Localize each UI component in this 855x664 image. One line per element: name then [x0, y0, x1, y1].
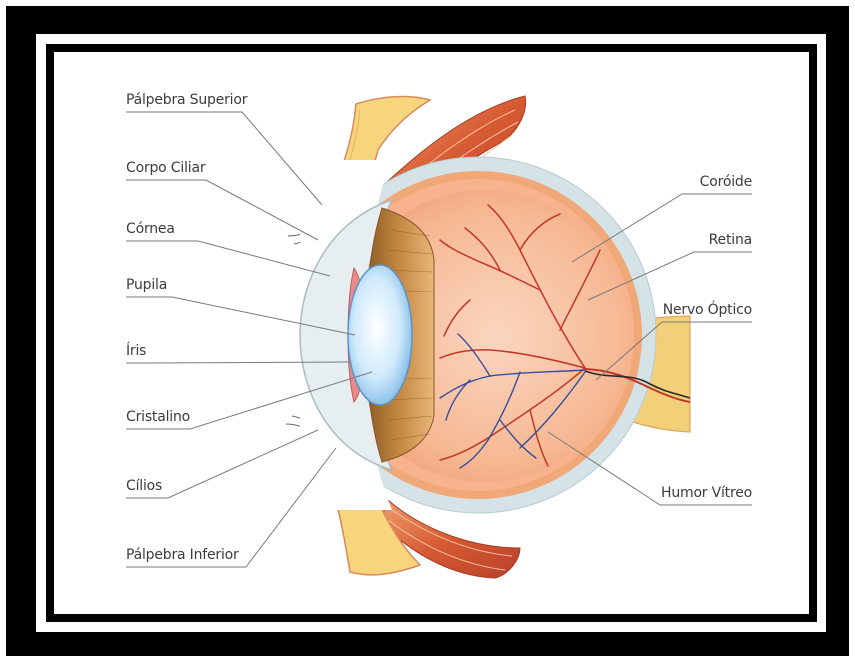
label-iris: Íris — [126, 343, 146, 359]
label-nervo-optico: Nervo Óptico — [663, 302, 752, 318]
label-corpo-ciliar: Corpo Ciliar — [126, 160, 205, 176]
label-cristalino: Cristalino — [126, 409, 190, 425]
label-retina: Retina — [709, 232, 752, 248]
label-pupila: Pupila — [126, 277, 167, 293]
label-cornea: Córnea — [126, 221, 175, 237]
label-humor-vitreo: Humor Vítreo — [661, 485, 752, 501]
label-palpebra-superior: Pálpebra Superior — [126, 92, 247, 108]
label-coroide: Coróide — [700, 174, 752, 190]
lens — [348, 265, 412, 405]
label-palpebra-inferior: Pálpebra Inferior — [126, 547, 239, 563]
label-cilios: Cílios — [126, 478, 162, 494]
